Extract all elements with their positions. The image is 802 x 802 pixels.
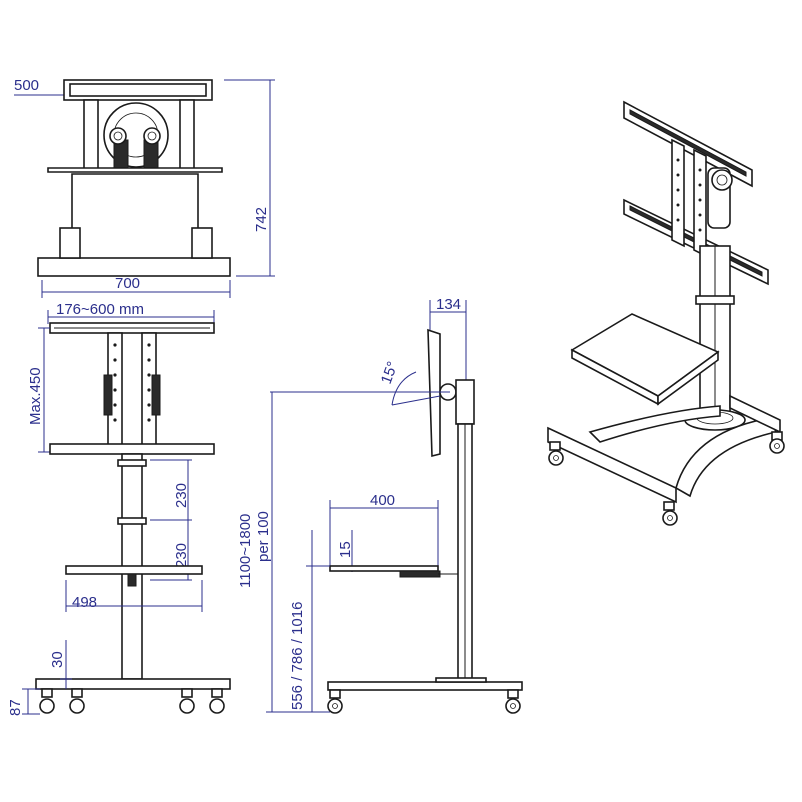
perspective-view xyxy=(547,100,785,526)
top-view: 500 700 742 xyxy=(14,77,275,298)
side-view: 134 15° 1100~1800 per 100 400 15 556 xyxy=(237,296,523,714)
plan-shelf xyxy=(71,173,199,271)
dim-vesa-range: 176~600 mm xyxy=(56,301,144,318)
persp-casters xyxy=(548,431,785,526)
dim-top-depth: 500 xyxy=(14,77,39,94)
dim-shelf-heights: 556 / 786 / 1016 xyxy=(289,602,306,710)
dim-base-clearance: 30 xyxy=(49,651,66,668)
dim-shelf-width: 498 xyxy=(72,594,97,611)
persp-base-front xyxy=(547,426,677,504)
front-shelf xyxy=(65,565,203,575)
dim-shelf-depth: 400 xyxy=(370,492,395,509)
tilted-mount-plate xyxy=(427,328,441,458)
dim-top-width: 700 xyxy=(115,275,140,292)
vesa-bar-bottom xyxy=(49,443,215,455)
plan-base xyxy=(37,257,231,277)
dim-spacing-upper: 230 xyxy=(173,483,190,508)
front-casters xyxy=(39,688,225,714)
top-shelf-edge xyxy=(47,167,223,173)
dim-spacing-lower: 230 xyxy=(173,543,190,568)
persp-shelf xyxy=(570,313,720,397)
dim-total-height: 1100~1800 xyxy=(237,514,254,588)
side-casters xyxy=(327,689,521,714)
side-base xyxy=(327,681,523,691)
dim-top-height: 742 xyxy=(253,207,270,232)
dim-tilt-angle: 15° xyxy=(378,359,402,386)
dim-height-step: per 100 xyxy=(255,511,272,562)
dim-shelf-thickness: 15 xyxy=(337,541,354,558)
dim-max-height: Max.450 xyxy=(27,367,44,425)
front-base xyxy=(35,678,231,690)
side-shelf xyxy=(329,565,439,572)
dim-mount-depth: 134 xyxy=(436,296,461,313)
front-view: 176~600 mm Max.450 230 230 xyxy=(7,301,231,716)
dim-caster-height: 87 xyxy=(7,699,24,716)
